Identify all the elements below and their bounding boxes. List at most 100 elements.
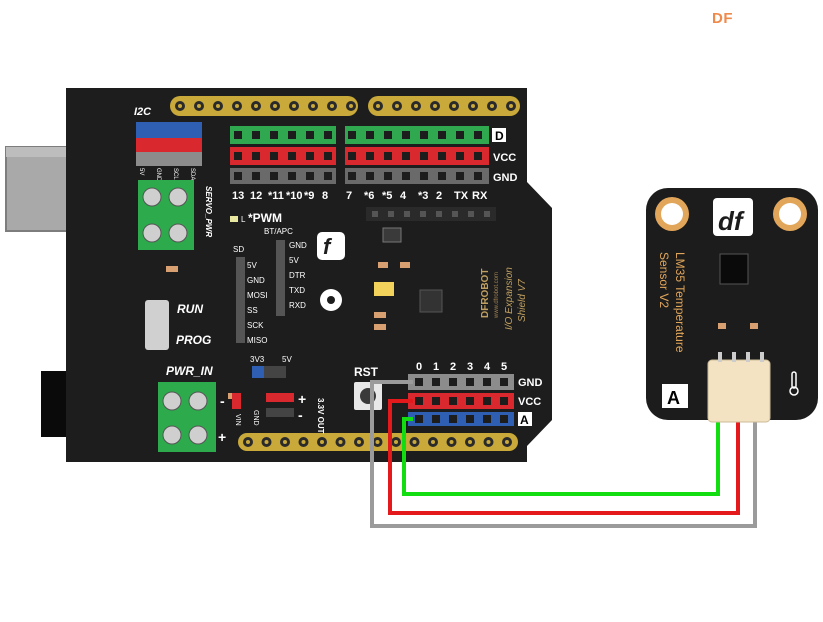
header-pin	[436, 211, 442, 217]
d-row-label: D	[495, 129, 504, 143]
digital-pin-label: *9	[304, 190, 314, 202]
header-pin	[178, 104, 182, 108]
analog-a-label: A	[520, 413, 529, 427]
header-pin	[431, 440, 435, 444]
rst-label: RST	[354, 365, 379, 379]
svg-text:f: f	[323, 234, 333, 259]
thermometer-icon	[789, 371, 799, 396]
digital-pin	[456, 172, 464, 180]
digital-pin	[324, 172, 332, 180]
analog-vcc-label: VCC	[518, 396, 541, 408]
servo-power-terminal	[138, 180, 194, 250]
pwr-in-terminal	[158, 382, 216, 452]
df-watermark: DF	[712, 10, 733, 27]
header-pin	[292, 104, 296, 108]
digital-pin-label: *5	[382, 190, 392, 202]
analog-pin	[449, 378, 457, 386]
lm35-sensor-board	[646, 188, 818, 423]
pwr-in-label: PWR_IN	[166, 364, 213, 378]
digital-pin	[402, 172, 410, 180]
header-pin	[375, 440, 380, 444]
header-pin	[197, 104, 201, 108]
digital-pin	[306, 152, 314, 160]
bottom-header	[238, 433, 518, 451]
sd-pin-label: GND	[247, 276, 265, 285]
analog-header	[408, 374, 514, 426]
v3-label: 3V3	[250, 355, 265, 364]
header-pin	[420, 211, 426, 217]
digital-pin	[420, 131, 428, 139]
bt-pin-label: DTR	[289, 271, 306, 280]
bt-pin-label: RXD	[289, 301, 306, 310]
header-pin	[254, 104, 258, 108]
header-pin	[414, 104, 418, 108]
header-pin	[394, 440, 398, 444]
digital-pin	[456, 152, 464, 160]
digital-pin	[456, 131, 464, 139]
header-pin	[264, 440, 269, 444]
analog-pin	[500, 415, 508, 423]
sensor-a-label: A	[667, 388, 680, 408]
digital-pin	[270, 172, 278, 180]
analog-pin-label: 0	[416, 361, 422, 373]
analog-pin	[483, 397, 491, 405]
i2c-label: I2C	[134, 106, 152, 118]
digital-pin-label: *6	[364, 190, 374, 202]
header-pin	[468, 211, 474, 217]
gnd-row-label: GND	[493, 172, 518, 184]
header-pin	[320, 440, 324, 444]
header-pin	[490, 104, 494, 108]
header-pin	[468, 440, 472, 444]
header-pin	[471, 104, 475, 108]
digital-pin	[384, 172, 392, 180]
i2c-pin-label: GND	[155, 168, 161, 182]
header-pin	[301, 440, 306, 444]
analog-pin-label: 3	[467, 361, 473, 373]
analog-pin	[500, 397, 508, 405]
digital-pin-label: TX	[454, 190, 469, 202]
svg-text:-: -	[298, 407, 303, 423]
digital-pin	[252, 131, 260, 139]
sd-pin-label: SCK	[247, 321, 264, 330]
sensor-logo: df	[718, 206, 745, 236]
header-pin	[357, 440, 361, 444]
header-pin	[235, 104, 239, 108]
digital-pin	[288, 131, 296, 139]
wire-gray-gnd	[370, 380, 757, 528]
header-pin	[388, 211, 394, 217]
btapc-label: BT/APC	[264, 227, 293, 236]
top-header-left	[170, 96, 358, 116]
header-pin	[372, 211, 378, 217]
analog-pin	[415, 415, 423, 423]
analog-pin	[466, 415, 474, 423]
digital-pin-label: *10	[286, 190, 303, 202]
digital-pin	[324, 131, 332, 139]
brand-url: www.dfrobot.com	[494, 272, 500, 319]
i2c-header	[136, 122, 202, 166]
digital-pin-label: RX	[472, 190, 488, 202]
digital-pin	[348, 172, 356, 180]
digital-pin	[402, 152, 410, 160]
analog-pin	[466, 397, 474, 405]
digital-pin	[438, 131, 446, 139]
digital-pin	[402, 131, 410, 139]
header-pin	[452, 211, 458, 217]
header-pin	[433, 104, 437, 108]
servo-pwr-label: SERVO_PWR	[204, 186, 213, 237]
ic-chip	[382, 227, 402, 243]
shield-title-line2: Shield V7	[517, 279, 528, 322]
header-pin	[404, 211, 410, 217]
digital-pin	[324, 152, 332, 160]
crystal	[374, 282, 394, 296]
digital-pin-label: 12	[250, 190, 262, 202]
digital-pin	[270, 152, 278, 160]
analog-pin-label: 2	[450, 361, 456, 373]
bt-pin-label: 5V	[289, 256, 299, 265]
analog-pin	[415, 378, 423, 386]
digital-pin	[474, 172, 482, 180]
sd-pin-label: SS	[247, 306, 258, 315]
prog-label: PROG	[176, 333, 211, 347]
digital-pin	[474, 131, 482, 139]
bt-pin-label: TXD	[289, 286, 305, 295]
header-pin	[273, 104, 277, 108]
